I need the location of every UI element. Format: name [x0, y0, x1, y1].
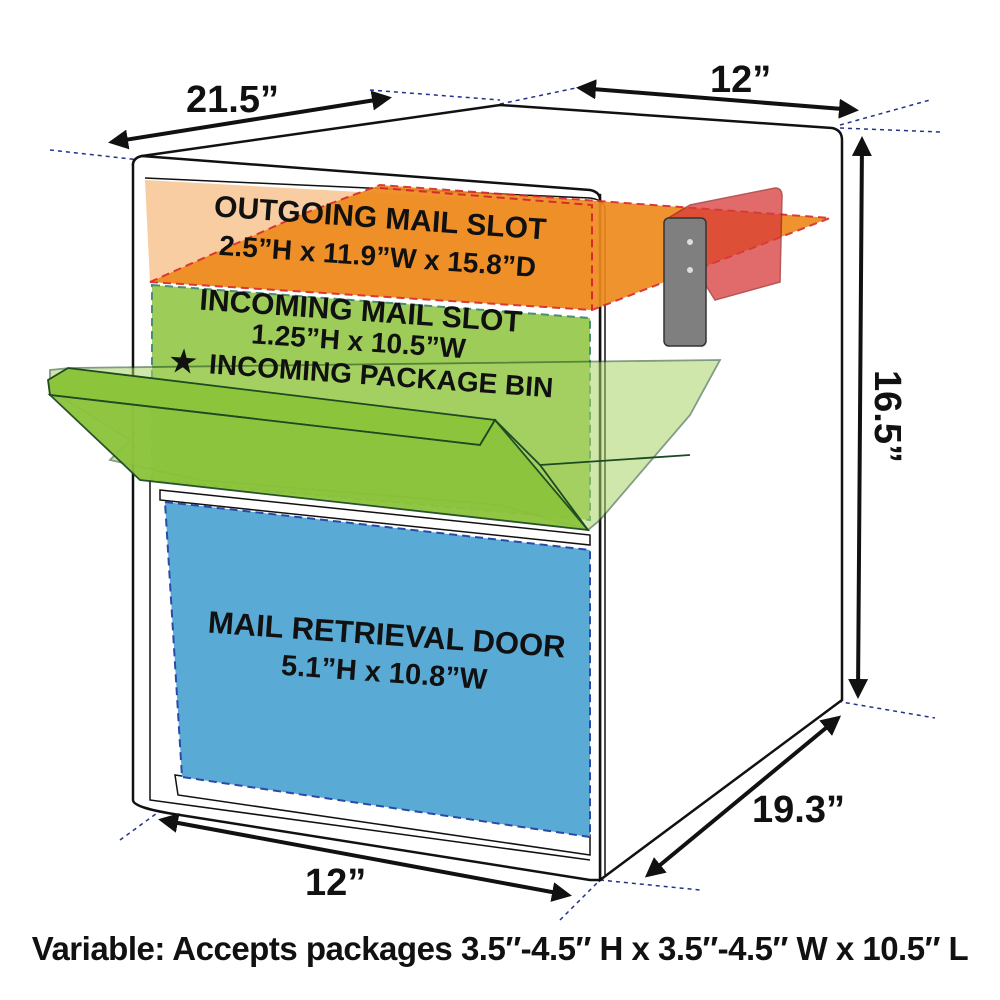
- dim-top-width: 12”: [710, 59, 771, 101]
- package-bin: [47, 359, 722, 532]
- package-size-note: Variable: Accepts packages 3.5″-4.5″ H x…: [31, 930, 969, 967]
- outgoing-slot-region: [145, 180, 831, 312]
- dim-top-depth: 21.5”: [186, 79, 279, 121]
- flag-icon: [663, 187, 783, 347]
- star-icon: ★: [169, 345, 198, 380]
- dim-bottom-depth: 19.3”: [752, 789, 845, 831]
- dim-bottom-width: 12”: [305, 862, 366, 904]
- dimension-arrows: [108, 79, 872, 902]
- retrieval-door-region: [163, 500, 591, 839]
- dim-height: 16.5”: [866, 370, 908, 463]
